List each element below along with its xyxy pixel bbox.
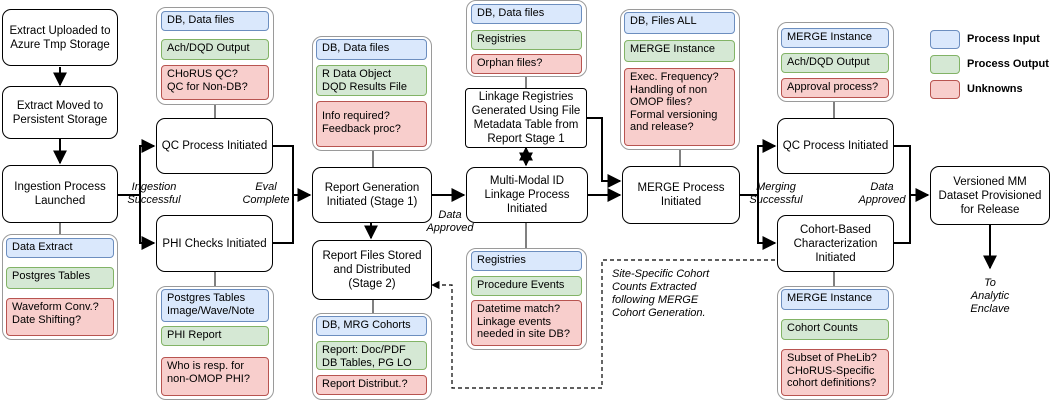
linkage-input-tag: DB, Data files <box>471 4 582 24</box>
label-data-approved-1: Data Approved <box>426 209 474 234</box>
node-linkage-registries: Linkage Registries Generated Using File … <box>465 88 587 148</box>
arrow-to-phi <box>139 195 156 250</box>
label-ingestion-successful: Ingestion Successful <box>127 181 181 206</box>
report-files-unknowns-tag: Report Distribut.? <box>316 375 427 395</box>
legend-unknowns-label: Unknowns <box>967 83 1023 95</box>
node-report-generation: Report Generation Initiated (Stage 1) <box>312 167 432 223</box>
qc2-input-tag: MERGE Instance <box>781 28 889 48</box>
multimodal-output-tag: Procedure Events <box>471 276 582 296</box>
node-qc-process-2: QC Process Initiated <box>777 118 894 174</box>
legend-output-swatch <box>930 55 960 74</box>
connector-cohort-out <box>894 195 911 244</box>
legend-input-swatch <box>930 30 960 49</box>
multimodal-input-tag: Registries <box>471 251 582 271</box>
node-extract-uploaded: Extract Uploaded to Azure Tmp Storage <box>2 9 118 66</box>
connector-phi-out <box>273 195 294 244</box>
linkage-output-tag: Registries <box>471 30 582 50</box>
qc1-input-tag: DB, Data files <box>161 11 269 31</box>
linkage-unknowns-tag: Orphan files? <box>471 54 582 74</box>
ingestion-unknowns-tag: Waveform Conv.? Date Shifting? <box>6 298 114 336</box>
connector-qc2-out <box>894 145 911 195</box>
node-ingestion: Ingestion Process Launched <box>2 165 118 223</box>
label-to-analytic-enclave: To Analytic Enclave <box>970 277 1010 315</box>
arrow-linkage-to-merge <box>586 117 622 188</box>
report-gen-input-tag: DB, Data files <box>316 39 427 60</box>
report-gen-unknowns-tag: Info required? Feedback proc? <box>316 101 427 147</box>
label-data-approved-2: Data Approved <box>858 181 906 206</box>
node-cohort-characterization: Cohort-Based Characterization Initiated <box>777 215 894 272</box>
arrow-to-cohort <box>757 195 777 250</box>
ingestion-input-tag: Data Extract <box>6 238 114 258</box>
qc1-unknowns-tag: CHoRUS QC? QC for Non-DB? <box>161 65 269 100</box>
node-qc-process-1: QC Process Initiated <box>156 118 273 174</box>
node-extract-moved: Extract Moved to Persistent Storage <box>2 86 118 139</box>
report-gen-output-tag: R Data Object DQD Results File <box>316 65 427 96</box>
report-files-output-tag: Report: Doc/PDF DB Tables, PG LO <box>316 341 427 370</box>
cohort-input-tag: MERGE Instance <box>781 289 889 310</box>
multimodal-unknowns-tag: Datetime match? Linkage events needed in… <box>471 300 582 346</box>
legend-unknowns-swatch <box>930 80 960 99</box>
node-phi-checks: PHI Checks Initiated <box>156 215 273 272</box>
ingestion-output-tag: Postgres Tables <box>6 267 114 289</box>
qc2-unknowns-tag: Approval process? <box>781 78 889 98</box>
node-multimodal-linkage: Multi-Modal ID Linkage Process Initiated <box>466 167 588 223</box>
legend-input-label: Process Input <box>967 33 1040 45</box>
legend-output-label: Process Output <box>967 58 1049 70</box>
label-site-specific-cohort-counts: Site-Specific Cohort Counts Extracted fo… <box>612 268 710 319</box>
qc2-output-tag: Ach/DQD Output <box>781 53 889 73</box>
cohort-unknowns-tag: Subset of PheLib? CHoRUS-Specific cohort… <box>781 349 889 396</box>
phi-unknowns-tag: Who is resp. for non-OMOP PHI? <box>161 357 269 396</box>
arrow-to-qc2 <box>757 139 777 195</box>
node-report-files: Report Files Stored and Distributed (Sta… <box>312 240 432 300</box>
cohort-output-tag: Cohort Counts <box>781 319 889 340</box>
merge-unknowns-tag: Exec. Frequency? Handling of non OMOP fi… <box>624 68 735 146</box>
merge-output-tag: MERGE Instance <box>624 40 735 62</box>
qc1-output-tag: Ach/DQD Output <box>161 39 269 60</box>
label-merging-successful: Merging Successful <box>749 181 803 206</box>
label-eval-complete: Eval Complete <box>242 181 290 206</box>
node-merge-process: MERGE Process Initiated <box>622 166 740 224</box>
connector-qc1-out <box>273 145 294 195</box>
phi-output-tag: PHI Report <box>161 326 269 346</box>
node-versioned-dataset: Versioned MM Dataset Provisioned for Rel… <box>930 166 1050 225</box>
phi-input-tag: Postgres Tables Image/Wave/Note <box>161 289 269 322</box>
merge-input-tag: DB, Files ALL <box>624 12 735 34</box>
report-files-input-tag: DB, MRG Cohorts <box>316 316 427 336</box>
